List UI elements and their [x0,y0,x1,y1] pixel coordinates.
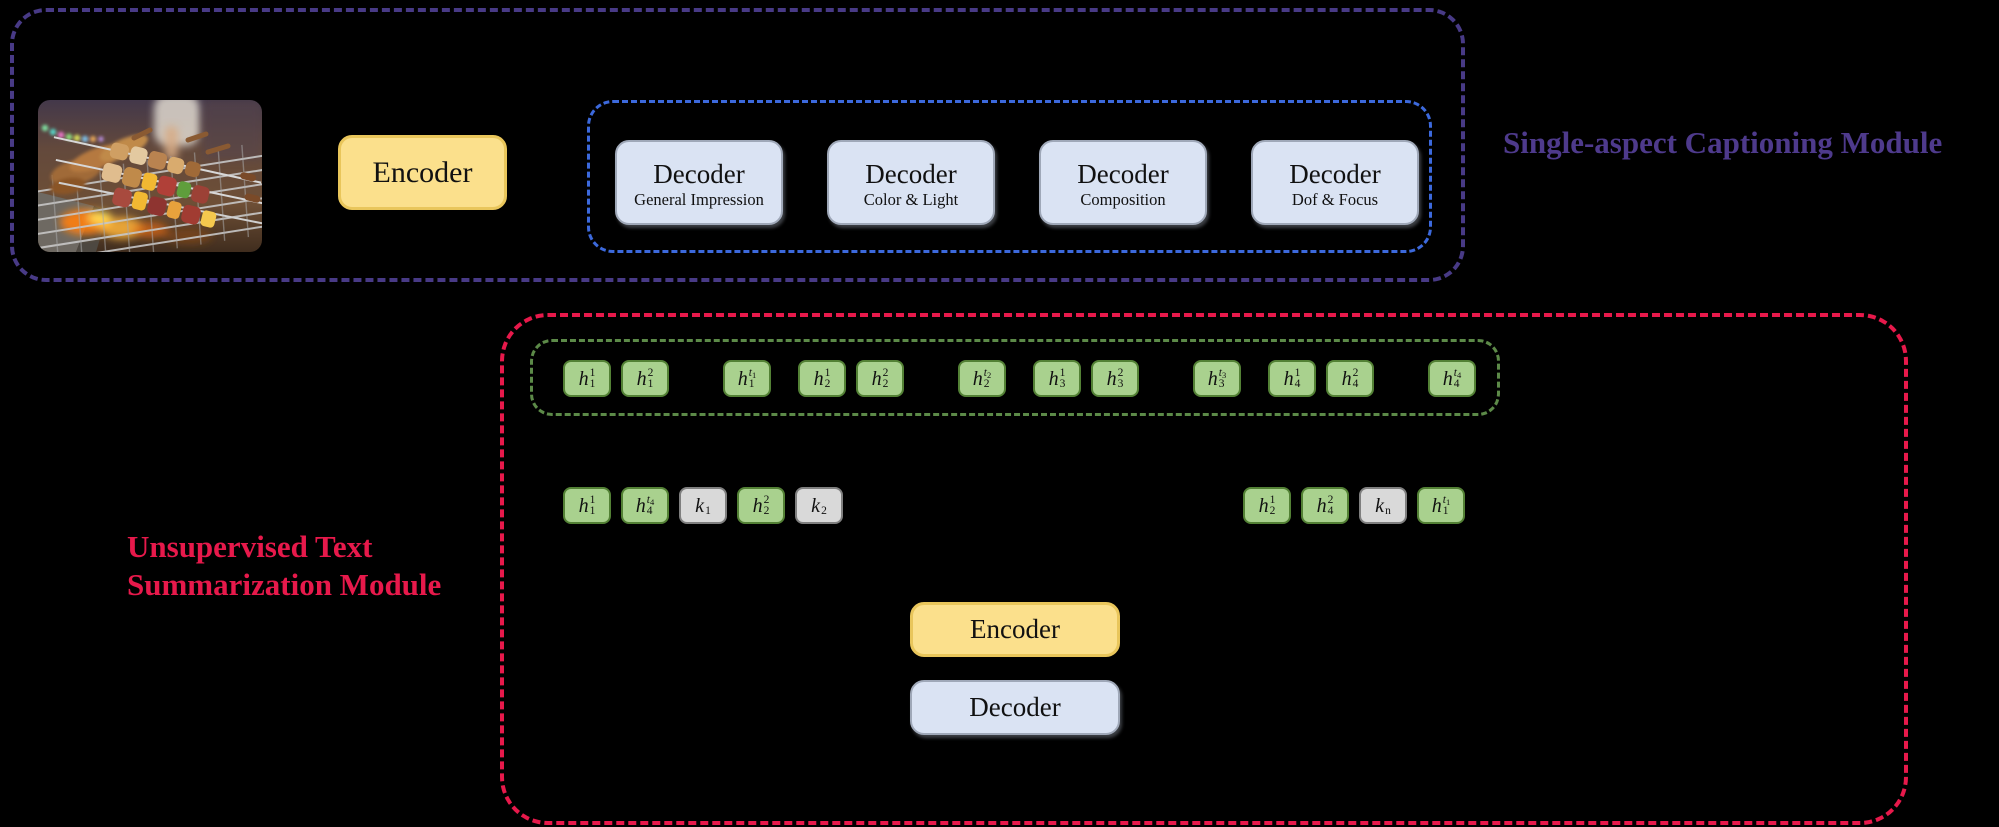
decoder-label: Decoder [1289,158,1381,189]
decoder-label: Decoder [1077,158,1169,189]
captioning-module-title: Single-aspect Captioning Module [1503,125,1943,160]
token-k-1: k 1 [679,487,727,524]
summarization-title-line1: Unsupervised Text [127,529,373,564]
bbq-skewers-photo-art [38,100,262,252]
decoder-label: Decoder [865,158,957,189]
summarization-title-line2: Summarization Module [127,567,442,602]
summarization-decoder-box: Decoder [910,680,1120,735]
captioning-module-frame [10,8,1465,282]
hidden-states-frame [530,339,1500,416]
bbq-skewers-photo [38,100,262,252]
decoder-sublabel: Dof & Focus [1291,189,1379,209]
decoder-color-light: Decoder Color & Light [827,140,995,225]
captioning-encoder-box: Encoder [338,135,507,210]
decoder-sublabel: Color & Light [863,189,959,209]
summarization-encoder-box: Encoder [910,602,1120,657]
decoder-sublabel: General Impression [634,189,764,209]
token-k-2: k 2 [795,487,843,524]
captioning-encoder-label: Encoder [372,155,473,189]
summarization-module-frame [500,313,1908,825]
decoder-label: Decoder [653,158,745,189]
decoder-group-frame [587,100,1432,253]
summarization-module-title: Unsupervised Text Summarization Module [127,528,441,604]
decoder-dof-focus: Decoder Dof & Focus [1251,140,1419,225]
decoder-general-impression: Decoder General Impression [615,140,783,225]
token-k-n: k n [1359,487,1407,524]
decoder-composition: Decoder Composition [1039,140,1207,225]
summarization-decoder-label: Decoder [969,692,1061,722]
decoder-sublabel: Composition [1080,189,1166,209]
summarization-encoder-label: Encoder [970,614,1060,644]
